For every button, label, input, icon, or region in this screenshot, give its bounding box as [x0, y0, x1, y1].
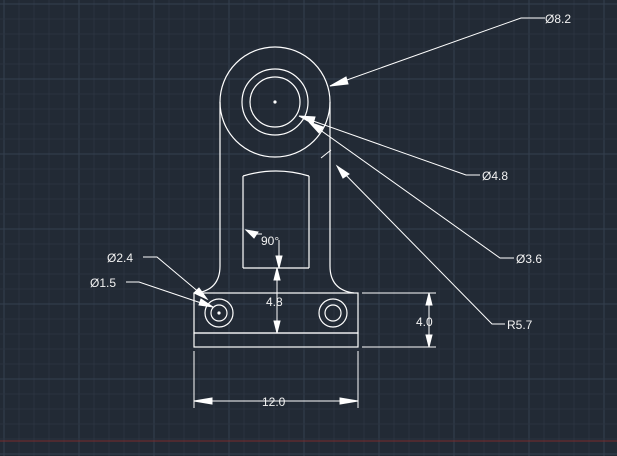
label-base-height: 4.0	[416, 315, 433, 329]
leader-dia-hole	[308, 121, 514, 259]
leader-dia-cbore	[143, 256, 208, 300]
slot-top-arc	[242, 170, 310, 177]
arrow-width-left	[193, 397, 213, 405]
arrow-width-right	[339, 397, 359, 405]
base-plate	[193, 332, 359, 348]
arrow-dia-outer	[329, 76, 349, 87]
fillet-tick	[320, 149, 332, 159]
dimension-lines	[126, 17, 545, 408]
leader-dia-boss	[298, 115, 480, 176]
label-dia-outer: Ø8.2	[545, 12, 571, 26]
label-dia-hole: Ø3.6	[516, 252, 542, 266]
arrow-dia-boss	[298, 115, 316, 125]
arrow-slot-bottom	[273, 320, 281, 334]
part-outline	[193, 46, 359, 348]
hole-circle	[249, 76, 301, 128]
label-dia-small: Ø1.5	[90, 276, 116, 290]
arrow-radius	[335, 164, 350, 179]
label-base-width: 12.0	[262, 395, 286, 409]
label-angle: 90°	[261, 234, 279, 248]
label-dia-boss: Ø4.8	[482, 169, 508, 183]
left-hole-outer	[204, 298, 234, 328]
arrow-angle-down	[275, 255, 283, 269]
left-hole-center	[217, 311, 221, 315]
label-radius: R5.7	[507, 318, 533, 332]
arrow-base-top	[425, 292, 433, 306]
arrow-angle	[244, 229, 259, 239]
left-hole-inner	[210, 304, 228, 322]
label-dia-cbore: Ø2.4	[107, 251, 133, 265]
leader-dia-outer	[329, 17, 545, 87]
leader-dia-small	[126, 281, 214, 308]
arrow-dia-small	[198, 298, 214, 308]
boss-circle	[241, 68, 309, 136]
arrow-slot-top	[273, 267, 281, 281]
fillet-right	[329, 265, 355, 294]
arrow-dia-cbore	[193, 287, 209, 301]
right-hole-outer	[318, 298, 348, 328]
leader-radius	[336, 165, 505, 325]
dimension-labels: Ø8.2 Ø4.8 Ø3.6 R5.7 Ø2.4 Ø1.5 90° 4.8 4.…	[90, 12, 571, 409]
label-slot-height: 4.8	[266, 295, 283, 309]
arrow-base-bottom	[425, 334, 433, 348]
center-point	[273, 100, 277, 104]
arrow-dia-hole	[308, 121, 324, 134]
right-hole-inner	[324, 304, 342, 322]
